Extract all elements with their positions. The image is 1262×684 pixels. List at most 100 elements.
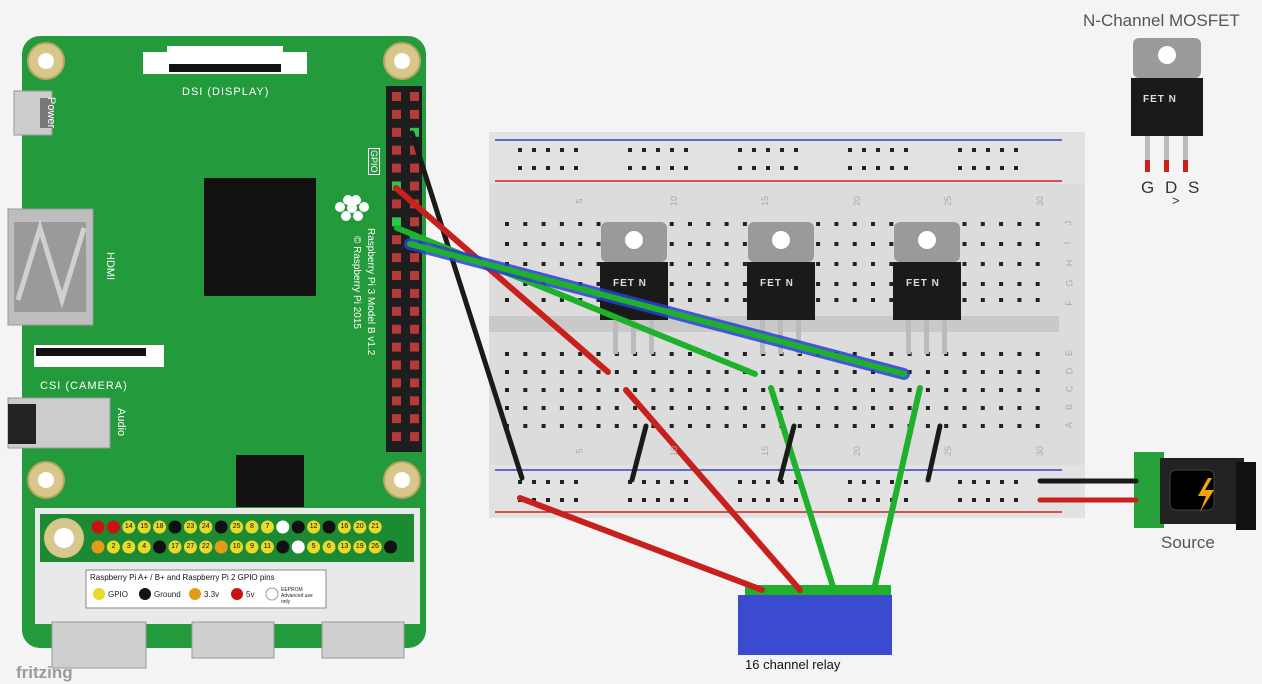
breadboard-hole xyxy=(980,222,985,226)
breadboard-hole xyxy=(889,242,894,246)
breadboard-hole xyxy=(852,352,857,356)
pin-number: 22 xyxy=(201,543,210,550)
lan-chip xyxy=(236,455,304,507)
breadboard-hole xyxy=(890,166,894,170)
breadboard-hole xyxy=(962,424,967,428)
gpio-pin xyxy=(392,109,401,119)
gpio-pin xyxy=(392,127,401,137)
gpio-pin xyxy=(410,324,419,334)
pin-number: 19 xyxy=(355,543,364,550)
breadboard-hole xyxy=(560,480,564,484)
breadboard-hole xyxy=(596,298,601,302)
breadboard-hole xyxy=(642,480,646,484)
breadboard-hole xyxy=(669,222,674,226)
gpio-pin xyxy=(392,414,401,424)
legend-pin xyxy=(276,540,290,554)
mosfet-title: N-Channel MOSFET xyxy=(1083,11,1240,30)
breadboard-hole xyxy=(752,480,756,484)
breadboard-hole xyxy=(684,498,688,502)
fritzing-logo: fritzing xyxy=(16,663,73,682)
gpio-pin xyxy=(392,253,401,263)
breadboard-hole xyxy=(628,166,632,170)
breadboard-hole xyxy=(907,406,912,410)
mounting-holes xyxy=(27,42,421,499)
breadboard-hole xyxy=(852,424,857,428)
breadboard-number: 30 xyxy=(1034,445,1045,457)
pin-number: 10 xyxy=(232,543,241,550)
breadboard-hole xyxy=(578,388,583,392)
legend-pin xyxy=(245,540,259,554)
legend-pin xyxy=(322,520,336,534)
pin-number: 5 xyxy=(311,543,316,550)
breadboard-hole xyxy=(816,222,821,226)
legend-pin xyxy=(353,520,367,534)
breadboard-hole xyxy=(560,148,564,152)
breadboard-number: 20 xyxy=(851,195,862,207)
legend-pin xyxy=(353,540,367,554)
gpio-pin xyxy=(392,396,401,406)
fet-mark-symbol: FET N xyxy=(1143,94,1177,105)
breadboard-hole xyxy=(541,298,546,302)
breadboard-hole xyxy=(523,282,528,286)
breadboard-hole xyxy=(925,388,930,392)
breadboard-hole xyxy=(848,498,852,502)
wire-green-3 xyxy=(768,385,837,593)
breadboard-hole xyxy=(614,406,619,410)
breadboard-hole xyxy=(706,388,711,392)
dsi-label: DSI (DISPLAY) xyxy=(182,86,270,98)
breadboard-hole xyxy=(656,148,660,152)
hdmi-label: HDMI xyxy=(104,252,116,281)
breadboard-hole xyxy=(688,424,692,428)
breadboard-number: 25 xyxy=(943,195,954,207)
legend-pin xyxy=(137,520,151,534)
breadboard-hole xyxy=(523,370,528,374)
breadboard-hole xyxy=(944,370,949,374)
gpio-pin xyxy=(392,271,401,280)
breadboard-number: 15 xyxy=(760,195,771,207)
breadboard-hole xyxy=(958,498,962,502)
breadboard-hole xyxy=(944,388,949,392)
breadboard-hole xyxy=(816,406,821,410)
breadboard-hole xyxy=(541,388,546,392)
breadboard-hole xyxy=(724,424,729,428)
breadboard-hole xyxy=(794,498,798,502)
breadboard-hole xyxy=(596,406,601,410)
breadboard-hole xyxy=(578,406,583,410)
fet-mark: FET N xyxy=(760,278,794,289)
breadboard-hole xyxy=(1000,498,1004,502)
breadboard-hole xyxy=(559,298,564,302)
breadboard-hole xyxy=(724,222,729,226)
wire-black-3 xyxy=(777,423,797,483)
breadboard-hole xyxy=(761,370,766,374)
breadboard-hole xyxy=(766,480,770,484)
breadboard-hole xyxy=(871,298,875,302)
breadboard-hole xyxy=(532,498,536,502)
breadboard-number: 5 xyxy=(574,448,585,454)
breadboard-hole xyxy=(889,262,894,266)
breadboard-hole xyxy=(889,352,894,356)
breadboard-hole xyxy=(559,242,564,246)
breadboard-hole xyxy=(560,498,564,502)
legend-pin xyxy=(230,520,244,534)
breadboard-hole xyxy=(1017,424,1022,428)
breadboard-hole xyxy=(670,166,674,170)
breadboard-number: 10 xyxy=(668,445,679,457)
legend-pin xyxy=(368,540,382,554)
breadboard-hole xyxy=(642,166,646,170)
breadboard-hole xyxy=(518,166,522,170)
breadboard-hole xyxy=(559,388,564,392)
breadboard-hole xyxy=(742,282,747,286)
breadboard-hole xyxy=(505,222,509,226)
breadboard-hole xyxy=(780,480,784,484)
breadboard-hole xyxy=(972,166,976,170)
breadboard-hole xyxy=(834,262,839,266)
wire-green-2 xyxy=(407,241,907,377)
legend-pin xyxy=(307,520,321,534)
breadboard-hole xyxy=(642,148,646,152)
breadboard-hole xyxy=(797,388,802,392)
breadboard-hole xyxy=(523,242,528,246)
breadboard-hole xyxy=(834,298,839,302)
gpio-pin xyxy=(410,360,419,370)
breadboard-hole xyxy=(980,424,985,428)
gpio-pin xyxy=(410,145,419,155)
